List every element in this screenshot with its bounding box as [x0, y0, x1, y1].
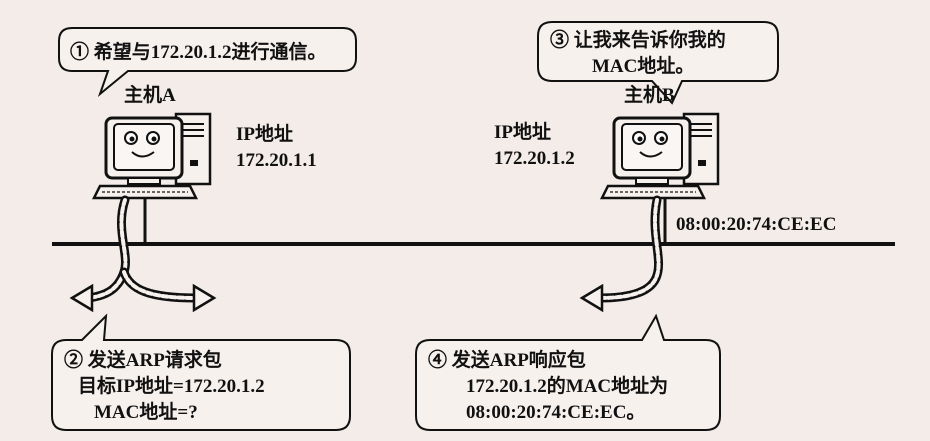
host-a-ip-label: IP地址 [236, 122, 293, 145]
callout-step2-line2: MAC地址=? [94, 400, 198, 423]
host-b-mac-value: 08:00:20:74:CE:EC [676, 214, 836, 235]
host-a-ip-value: 172.20.1.1 [236, 150, 317, 171]
arp-reply-arrow-icon [579, 195, 664, 313]
host-b-ip-value: 172.20.1.2 [494, 148, 575, 169]
callout-step2-line1: 目标IP地址=172.20.1.2 [78, 374, 265, 397]
callout-step2: ② 发送ARP请求包 目标IP地址=172.20.1.2 MAC地址=? [51, 313, 351, 431]
host-b-name: 主机B [624, 84, 675, 106]
callout-step4-line1: 172.20.1.2的MAC地址为 [466, 374, 668, 397]
computer-a-icon [91, 112, 212, 244]
callout-step4: ④ 发送ARP响应包 172.20.1.2的MAC地址为 08:00:20:74… [415, 313, 721, 431]
callout-step4-title: ④ 发送ARP响应包 [428, 348, 586, 371]
host-b-ip-label: IP地址 [494, 120, 551, 143]
callout-step1: ① 希望与172.20.1.2进行通信。 [58, 27, 357, 98]
arp-request-arrow-icon [69, 195, 217, 313]
callout-step4-line2: 08:00:20:74:CE:EC。 [466, 402, 645, 423]
callout-step3: ③ 让我来告诉你我的 MAC地址。 [537, 21, 779, 105]
callout-step3-line1: ③ 让我来告诉你我的 [550, 28, 726, 51]
host-a-name: 主机A [124, 84, 176, 106]
computer-b-icon [599, 112, 720, 244]
callout-step2-title: ② 发送ARP请求包 [64, 348, 222, 371]
callout-step1-text: ① 希望与172.20.1.2进行通信。 [70, 40, 327, 63]
callout-step3-line2: MAC地址。 [592, 54, 694, 77]
